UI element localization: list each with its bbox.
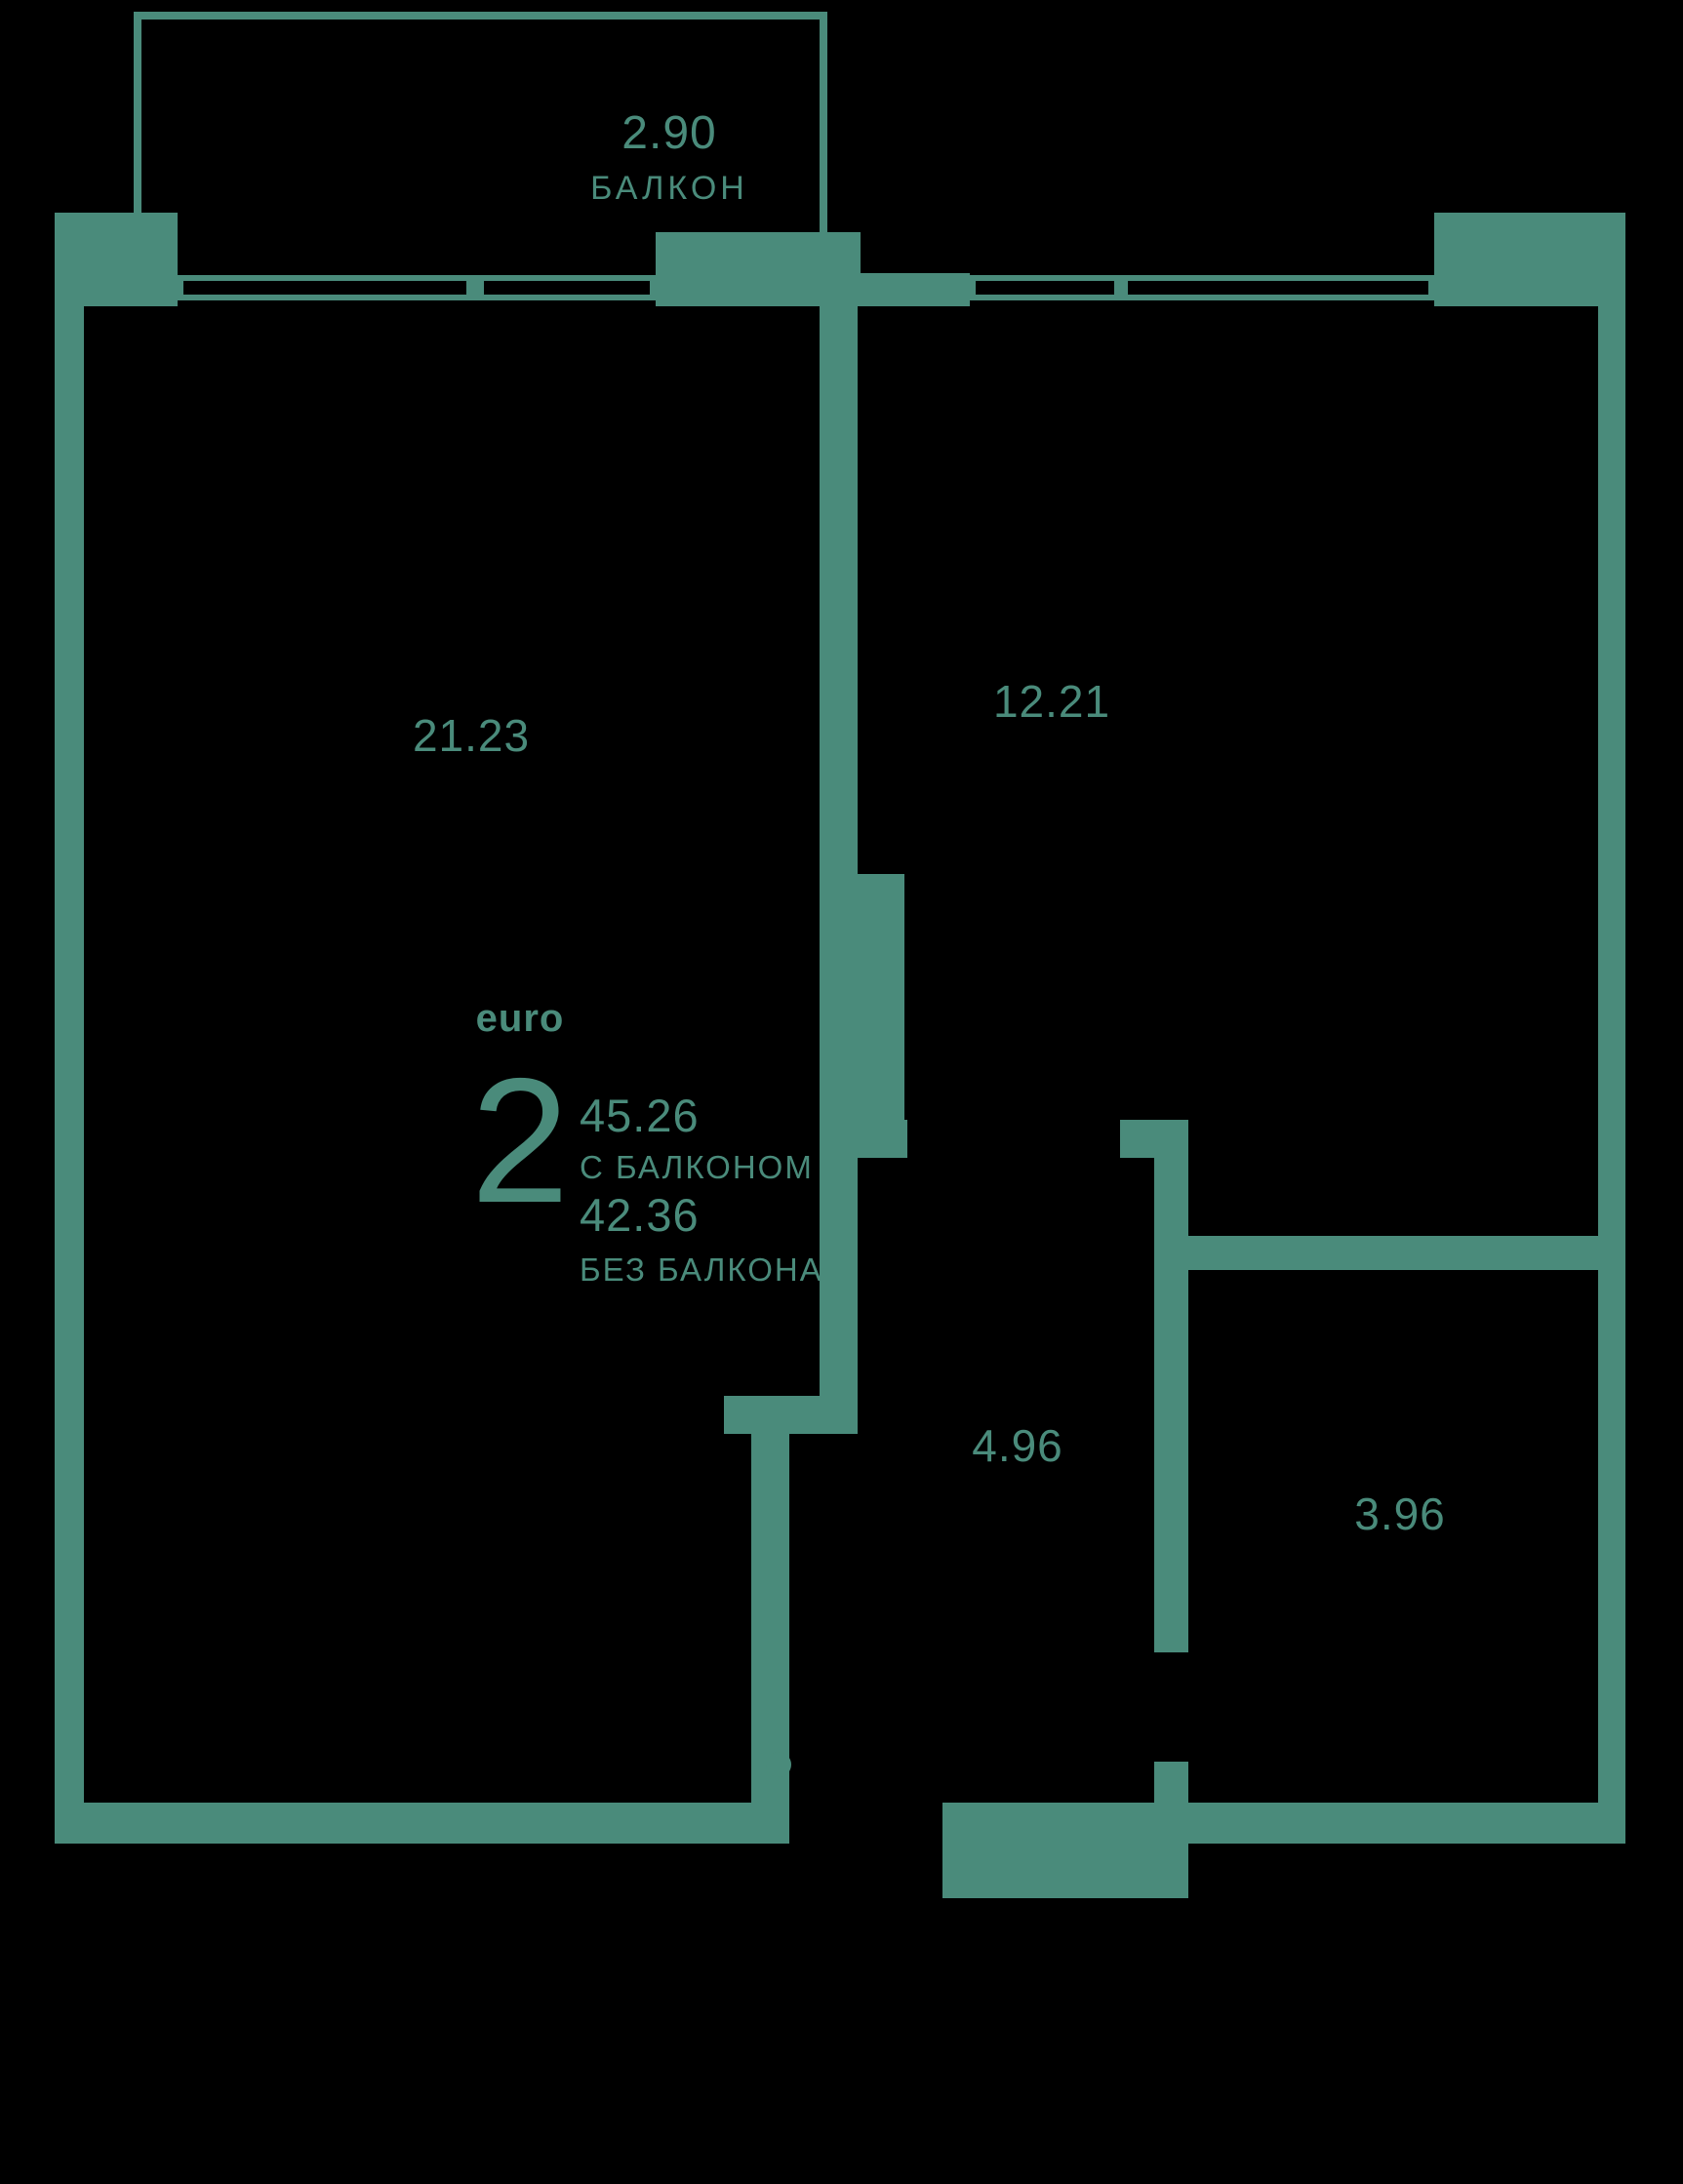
balcony-name-label: БАЛКОН (590, 170, 748, 207)
wall-bathroom-top (1154, 1236, 1625, 1270)
interior-walls (724, 306, 1625, 1805)
apartment-summary: euro 2 45.26 С БАЛКОНОМ 42.36 БЕЗ БАЛКОН… (470, 997, 823, 1288)
wall-pier-top-middle (656, 232, 861, 306)
wall-bottom-left (55, 1803, 789, 1844)
wall-pier-top-left (55, 213, 178, 306)
bedroom-window-mullion (1114, 275, 1128, 300)
wall-bedroom-bottom-left (820, 1120, 907, 1158)
without-balcony-caption: БЕЗ БАЛКОНА (580, 1251, 823, 1288)
bedroom-window-outer-line (970, 275, 1434, 281)
wall-pier-top-right (1434, 213, 1625, 306)
wall-bottom-entrance-block (942, 1803, 1188, 1898)
balcony: 2.90 БАЛКОН (134, 12, 827, 277)
bedroom-window-inner-line (970, 295, 1434, 300)
bedroom-window-cap-left (970, 275, 976, 300)
living-room-area-label: 21.23 (413, 710, 530, 761)
wall-bathroom-left-upper (1154, 1270, 1188, 1652)
windows (178, 275, 1434, 300)
apartment-type-label: euro (476, 997, 565, 1040)
bedroom-window-cap-right (1428, 275, 1434, 300)
wall-divider-lower (820, 1158, 858, 1396)
total-area-with-balcony: 45.26 (580, 1090, 700, 1141)
with-balcony-caption: С БАЛКОНОМ (580, 1149, 814, 1185)
total-area-without-balcony: 42.36 (580, 1189, 700, 1241)
balcony-area-label: 2.90 (621, 107, 716, 159)
balcony-window-mullion (466, 275, 484, 300)
bedroom-area-label: 12.21 (993, 676, 1110, 727)
wall-right (1598, 273, 1625, 1844)
balcony-outline (134, 12, 827, 277)
wall-divider-upper (820, 306, 858, 1158)
entrance-door-hinge-dot (766, 1752, 791, 1777)
wall-bottom-right (1188, 1803, 1625, 1844)
exterior-walls (55, 213, 1625, 1898)
balcony-window-inner-line (178, 295, 656, 300)
wall-top-segment (861, 273, 970, 306)
balcony-window-cap-left (178, 275, 183, 300)
room-labels: 21.23 12.21 4.96 3.96 (413, 676, 1446, 1539)
hallway-area-label: 4.96 (972, 1420, 1063, 1471)
wall-bathroom-left-lower (1154, 1762, 1188, 1805)
wall-left (55, 273, 84, 1844)
wall-column (858, 874, 904, 1120)
wall-hallway-stub (724, 1396, 858, 1434)
rooms-count-label: 2 (470, 1041, 569, 1240)
bathroom-area-label: 3.96 (1354, 1489, 1446, 1539)
balcony-window-outer-line (178, 275, 656, 281)
balcony-window-cap-right (650, 275, 656, 300)
wall-entry-vertical (751, 1434, 789, 1805)
